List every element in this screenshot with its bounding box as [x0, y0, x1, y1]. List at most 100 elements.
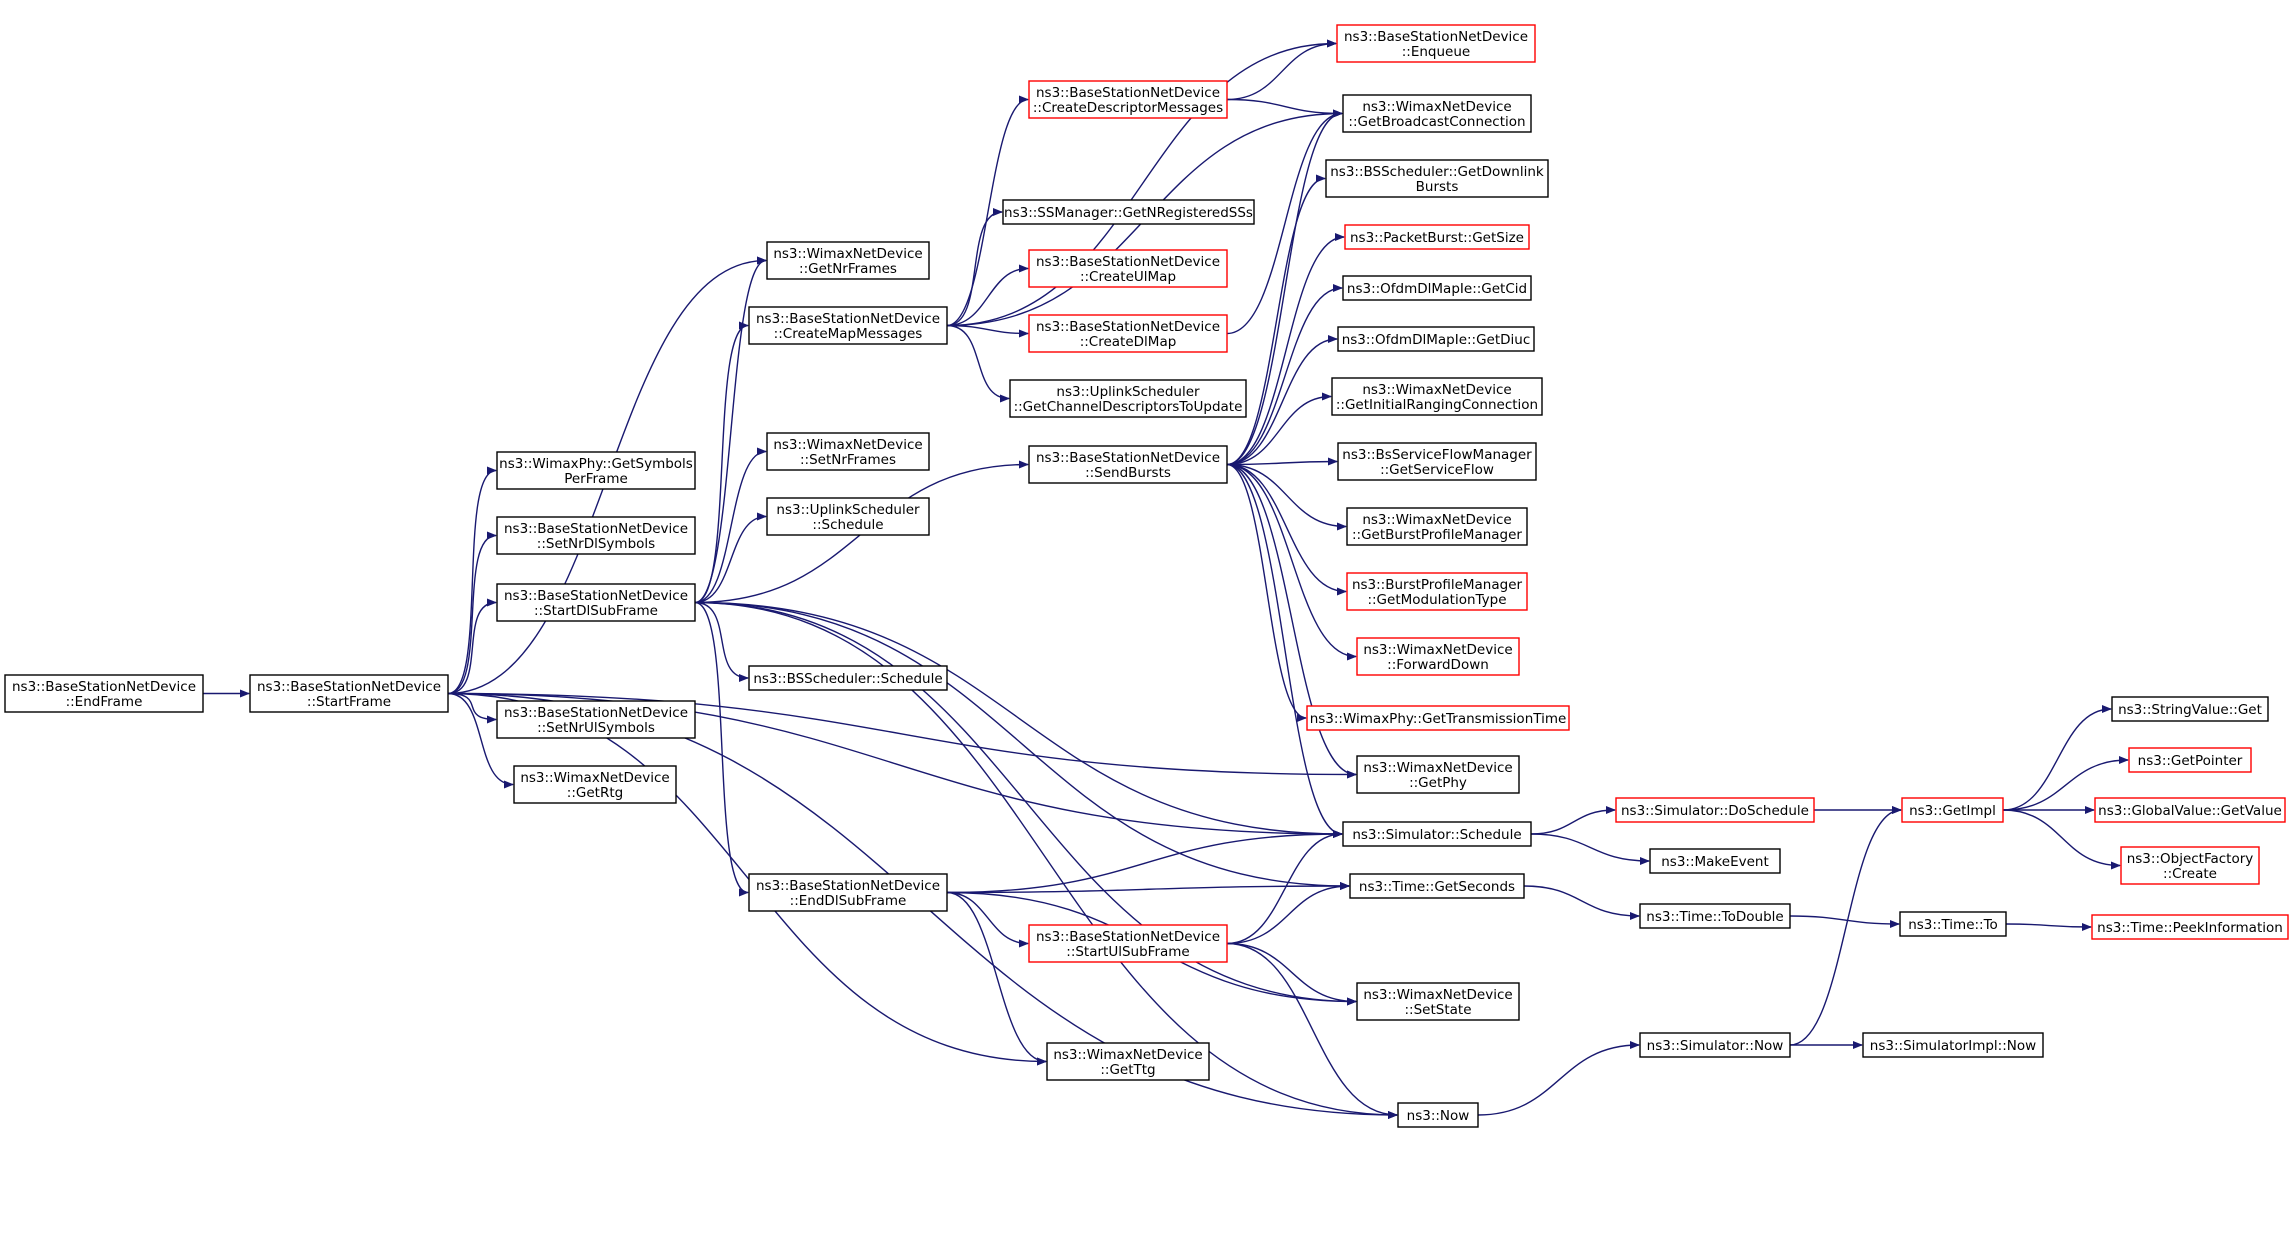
edge-enddl-to-startul: [946, 891, 1029, 948]
node-box: [1862, 1032, 2044, 1058]
node-label: ::GetNrFrames: [799, 261, 897, 277]
node-startul[interactable]: ns3::BaseStationNetDevice::StartUlSubFra…: [1028, 924, 1228, 963]
node-box: [496, 516, 696, 555]
node-dosched[interactable]: ns3::Simulator::DoSchedule: [1615, 797, 1815, 823]
node-todouble[interactable]: ns3::Time::ToDouble: [1639, 903, 1791, 929]
node-box: [1639, 903, 1791, 929]
node-setnrframes[interactable]: ns3::WimaxNetDevice::SetNrFrames: [766, 432, 930, 471]
node-createdl[interactable]: ns3::BaseStationNetDevice::CreateDlMap: [1028, 314, 1228, 353]
node-getttg[interactable]: ns3::WimaxNetDevice::GetTtg: [1046, 1042, 1210, 1081]
node-timeto[interactable]: ns3::Time::To: [1899, 911, 2007, 937]
node-createmap[interactable]: ns3::BaseStationNetDevice::CreateMapMess…: [748, 306, 948, 345]
node-makeevent[interactable]: ns3::MakeEvent: [1649, 848, 1781, 874]
node-enqueue[interactable]: ns3::BaseStationNetDevice::Enqueue: [1336, 24, 1536, 63]
node-createdesc[interactable]: ns3::BaseStationNetDevice::CreateDescrip…: [1028, 80, 1228, 119]
node-enddl[interactable]: ns3::BaseStationNetDevice::EndDlSubFrame: [748, 873, 948, 912]
node-label: ::GetTtg: [1100, 1062, 1155, 1078]
node-box: [2111, 696, 2269, 722]
node-box: [1615, 797, 1815, 823]
node-setnrdl[interactable]: ns3::BaseStationNetDevice::SetNrDlSymbol…: [496, 516, 696, 555]
node-createul[interactable]: ns3::BaseStationNetDevice::CreateUlMap: [1028, 249, 1228, 288]
node-ofcreate[interactable]: ns3::ObjectFactory::Create: [2120, 846, 2260, 885]
node-label: ns3::GlobalValue::GetValue: [2098, 803, 2282, 819]
node-box: [496, 451, 696, 490]
node-bssched[interactable]: ns3::BSScheduler::Schedule: [748, 665, 948, 691]
node-now[interactable]: ns3::Now: [1397, 1102, 1479, 1128]
node-getnrframes[interactable]: ns3::WimaxNetDevice::GetNrFrames: [766, 241, 930, 280]
node-getbpm[interactable]: ns3::WimaxNetDevice::GetBurstProfileMana…: [1346, 507, 1528, 546]
node-label: ns3::PacketBurst::GetSize: [1350, 230, 1524, 246]
node-label: ns3::OfdmDlMapIe::GetCid: [1347, 281, 1527, 297]
node-box: [1028, 80, 1228, 119]
node-label: ns3::BurstProfileManager: [1352, 577, 1523, 593]
node-label: ns3::BSScheduler::GetDownlink: [1330, 164, 1544, 180]
node-strget[interactable]: ns3::StringValue::Get: [2111, 696, 2269, 722]
node-getsize[interactable]: ns3::PacketBurst::GetSize: [1344, 224, 1530, 250]
node-setnrul[interactable]: ns3::BaseStationNetDevice::SetNrUlSymbol…: [496, 700, 696, 739]
node-getrtg[interactable]: ns3::WimaxNetDevice::GetRtg: [513, 765, 677, 804]
node-box: [1901, 797, 2004, 823]
edge-startdl-to-createmap: [694, 321, 749, 604]
node-box: [1649, 848, 1781, 874]
node-getmod[interactable]: ns3::BurstProfileManager::GetModulationT…: [1346, 572, 1528, 611]
node-label: ::SetNrFrames: [800, 452, 896, 468]
edge-sendbursts-to-fwddown: [1226, 463, 1357, 661]
node-setstate[interactable]: ns3::WimaxNetDevice::SetState: [1356, 982, 1520, 1021]
node-getcid[interactable]: ns3::OfdmDlMapIe::GetCid: [1342, 275, 1532, 301]
node-label: ns3::Time::GetSeconds: [1359, 879, 1515, 895]
node-box: [1325, 159, 1549, 198]
node-label: ::GetRtg: [567, 785, 623, 801]
node-label: ::GetBurstProfileManager: [1352, 527, 1522, 543]
node-label: ::GetBroadcastConnection: [1348, 114, 1525, 130]
node-startdl[interactable]: ns3::BaseStationNetDevice::StartDlSubFra…: [496, 583, 696, 622]
node-getimpl[interactable]: ns3::GetImpl: [1901, 797, 2004, 823]
node-box: [1337, 326, 1535, 352]
node-box: [2120, 846, 2260, 885]
node-getptr[interactable]: ns3::GetPointer: [2128, 747, 2252, 773]
node-label: ns3::Time::ToDouble: [1646, 909, 1783, 925]
node-getsec[interactable]: ns3::Time::GetSeconds: [1349, 873, 1525, 899]
node-getchan[interactable]: ns3::UplinkScheduler::GetChannelDescript…: [1009, 379, 1247, 418]
node-label: ns3::SSManager::GetNRegisteredSSs: [1004, 205, 1253, 221]
node-box: [2128, 747, 2252, 773]
edge-sendbursts-to-getmod: [1226, 463, 1347, 596]
node-getbcast[interactable]: ns3::WimaxNetDevice::GetBroadcastConnect…: [1342, 94, 1532, 133]
node-simsched[interactable]: ns3::Simulator::Schedule: [1342, 821, 1532, 847]
edge-startul-to-getsec: [1226, 882, 1350, 945]
node-label: ::EndDlSubFrame: [790, 893, 907, 909]
node-label: ::GetServiceFlow: [1380, 462, 1494, 478]
node-label: ns3::GetPointer: [2138, 753, 2243, 769]
node-box: [1356, 982, 1520, 1021]
nodes-layer: ns3::BaseStationNetDevice::EndFramens3::…: [4, 24, 2289, 1128]
edge-createmap-to-createdesc: [946, 95, 1029, 327]
node-box: [1009, 379, 1247, 418]
node-endframe[interactable]: ns3::BaseStationNetDevice::EndFrame: [4, 674, 204, 713]
node-label: ns3::UplinkScheduler: [776, 502, 920, 518]
node-getdiuc[interactable]: ns3::OfdmDlMapIe::GetDiuc: [1337, 326, 1535, 352]
node-gettx[interactable]: ns3::WimaxPhy::GetTransmissionTime: [1306, 705, 1570, 731]
node-fwddown[interactable]: ns3::WimaxNetDevice::ForwardDown: [1356, 637, 1520, 676]
node-getinit[interactable]: ns3::WimaxNetDevice::GetInitialRangingCo…: [1331, 377, 1543, 416]
node-startframe[interactable]: ns3::BaseStationNetDevice::StartFrame: [249, 674, 449, 713]
node-label: ::CreateUlMap: [1080, 269, 1176, 285]
node-getnreg[interactable]: ns3::SSManager::GetNRegisteredSSs: [1002, 199, 1255, 225]
node-simnow[interactable]: ns3::Simulator::Now: [1639, 1032, 1791, 1058]
node-peek[interactable]: ns3::Time::PeekInformation: [2091, 914, 2289, 940]
node-label: ns3::Time::PeekInformation: [2097, 920, 2283, 936]
node-label: ::GetInitialRangingConnection: [1336, 397, 1538, 413]
node-simimplnow[interactable]: ns3::SimulatorImpl::Now: [1862, 1032, 2044, 1058]
node-ulsched[interactable]: ns3::UplinkScheduler::Schedule: [766, 497, 930, 536]
node-sendbursts[interactable]: ns3::BaseStationNetDevice::SendBursts: [1028, 445, 1228, 484]
node-getphy[interactable]: ns3::WimaxNetDevice::GetPhy: [1356, 755, 1520, 794]
node-box: [1002, 199, 1255, 225]
node-getsvcflow[interactable]: ns3::BsServiceFlowManager::GetServiceFlo…: [1337, 442, 1537, 481]
edge-startul-to-setstate: [1226, 942, 1357, 1006]
node-label: ns3::Now: [1407, 1108, 1470, 1124]
edge-createmap-to-createdl: [946, 324, 1029, 338]
edge-startdl-to-now: [694, 601, 1398, 1119]
node-label: ns3::ObjectFactory: [2127, 851, 2254, 867]
node-gvget[interactable]: ns3::GlobalValue::GetValue: [2094, 797, 2286, 823]
node-box: [513, 765, 677, 804]
